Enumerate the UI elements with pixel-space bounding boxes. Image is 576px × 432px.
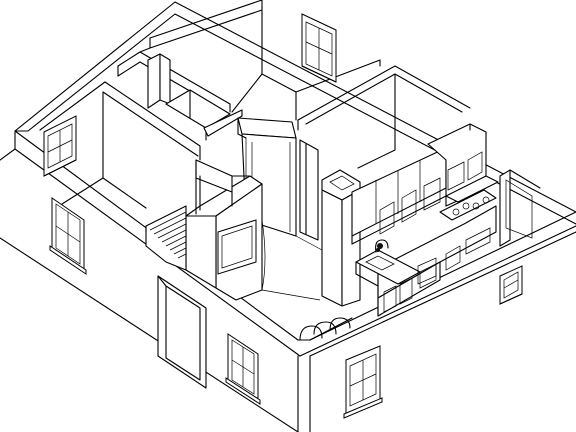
kitchen — [321, 123, 499, 317]
faucet-icon — [375, 239, 389, 253]
mirror-panel — [217, 219, 257, 275]
window-back-wall-top — [301, 13, 337, 83]
window-left-wall-1 — [49, 197, 87, 275]
dining-chairs — [299, 317, 353, 341]
interior-back-walls — [39, 0, 471, 209]
hallway-closets — [147, 53, 319, 241]
front-door — [157, 275, 207, 389]
window-right-wall-2 — [499, 265, 523, 305]
window-right-wall-1 — [343, 345, 383, 419]
window-left-wall-2 — [225, 333, 261, 405]
center-partition — [185, 159, 263, 301]
side-doorway — [499, 169, 541, 247]
staircase — [145, 205, 187, 271]
window-back-wall-left — [43, 115, 77, 177]
floor-edges — [261, 219, 323, 301]
